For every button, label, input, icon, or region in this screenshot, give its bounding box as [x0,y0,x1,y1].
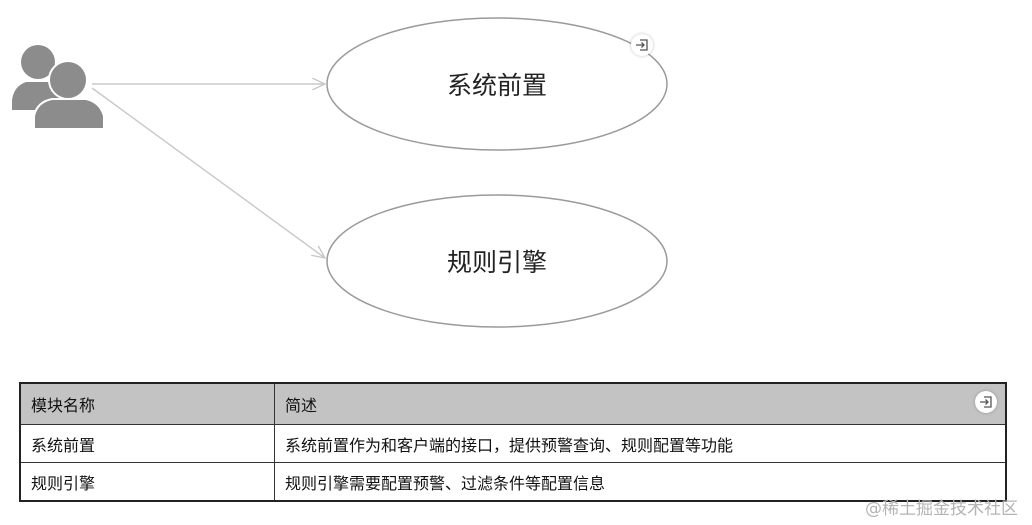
use-case-label: 系统前置 [447,71,547,100]
expand-icon [980,396,992,408]
use-case-ellipse [326,17,668,151]
use-case-label: 规则引擎 [447,248,547,277]
expand-icon [636,39,648,51]
table-header-row: 模块名称 简述 [19,382,1007,425]
use-case-diagram: 系统前置 规则引擎 [12,17,668,328]
association-line [91,87,325,258]
table-cell: 系统前置 [19,424,275,463]
column-header: 模块名称 [19,382,275,425]
users-icon [12,45,105,130]
module-table: 模块名称 简述 系统前置 系统前置作为和客户端的接口，提供预警查询、规则配置等功… [19,382,1007,502]
watermark: @稀土掘金技术社区 [865,499,1018,519]
table-cell: 规则引擎需要配置预警、过滤条件等配置信息 [274,462,1007,502]
diagram-expand-button[interactable] [631,34,653,56]
table-cell: 规则引擎 [19,462,275,502]
column-header: 简述 [274,382,1007,425]
use-case-ellipse [326,194,668,328]
table-row: 系统前置 系统前置作为和客户端的接口，提供预警查询、规则配置等功能 [19,424,1007,463]
table-expand-button[interactable] [975,391,997,413]
table-cell: 系统前置作为和客户端的接口，提供预警查询、规则配置等功能 [274,424,1007,463]
table-row: 规则引擎 规则引擎需要配置预警、过滤条件等配置信息 [19,462,1007,502]
